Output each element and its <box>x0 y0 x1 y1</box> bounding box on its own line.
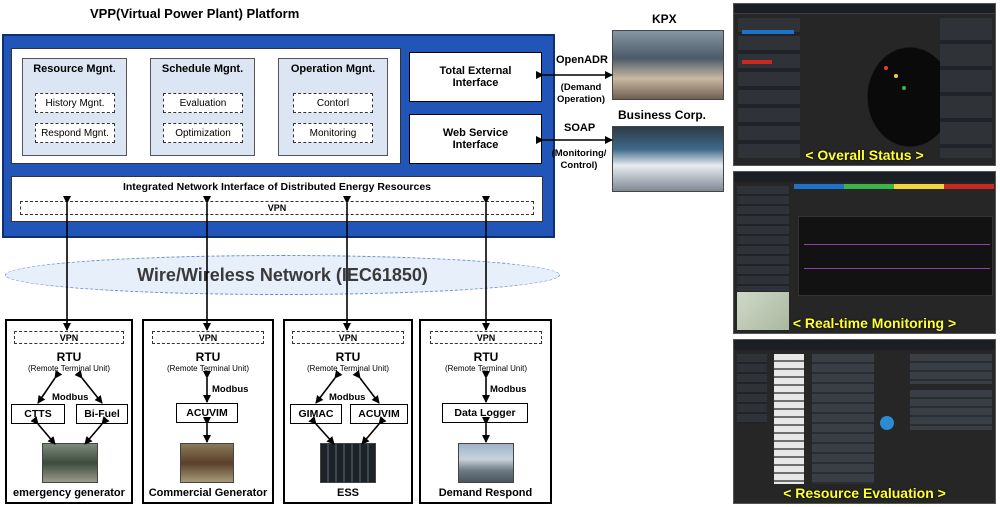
modbus-label-4: Modbus <box>490 384 527 395</box>
rtu-subtitle-1: (Remote Terminal Unit) <box>27 364 111 373</box>
rtu-vpn-4: VPN <box>430 331 542 344</box>
realtime-monitoring-caption: < Real-time Monitoring > <box>792 315 957 331</box>
acuvim-device-1: ACUVIM <box>176 403 238 423</box>
soap-label: SOAP <box>564 122 596 134</box>
resource-mgmt-title: Resource Mgnt. <box>33 63 116 75</box>
rtu-vpn-2: VPN <box>152 331 264 344</box>
total-external-interface: Total External Interface <box>409 52 542 102</box>
commercial-generator-image <box>180 443 234 483</box>
kpx-label: KPX <box>652 12 677 26</box>
resource-evaluation-screen: < Resource Evaluation > <box>733 339 996 504</box>
realtime-monitoring-screen: < Real-time Monitoring > <box>733 171 996 334</box>
modbus-label-2: Modbus <box>212 384 249 395</box>
emergency-generator-image <box>42 443 98 483</box>
monitoring-item: Monitoring <box>293 123 373 143</box>
rtu-title-2: RTU <box>195 350 221 364</box>
platform-title: VPP(Virtual Power Plant) Platform <box>90 6 300 21</box>
overall-status-caption: < Overall Status > <box>805 147 924 163</box>
rtu-title-3: RTU <box>335 350 361 364</box>
schedule-mgmt-title: Schedule Mgnt. <box>161 63 244 75</box>
schedule-mgmt-box: Schedule Mgnt. Evaluation Optimization <box>150 58 255 156</box>
modbus-label-1: Modbus <box>52 392 89 403</box>
operation-mgmt-box: Operation Mgnt. Contorl Monitoring <box>278 58 388 156</box>
resource-mgmt-box: Resource Mgnt. History Mgnt. Respond Mgn… <box>22 58 127 156</box>
operation-mgmt-title: Operation Mgnt. <box>290 63 376 75</box>
demand-respond-label: Demand Respond <box>438 487 533 499</box>
ess-label: ESS <box>336 487 359 499</box>
rtu-subtitle-2: (Remote Terminal Unit) <box>166 364 250 373</box>
soap-note: (Monitoring/ Control) <box>551 148 607 171</box>
openadr-label: OpenADR <box>556 54 608 66</box>
openadr-note: (Demand Operation) <box>556 82 606 105</box>
resource-evaluation-caption: < Resource Evaluation > <box>783 485 946 501</box>
business-corp-image <box>612 126 724 192</box>
emergency-generator-label: emergency generator <box>13 487 125 499</box>
data-logger-device: Data Logger <box>442 403 528 423</box>
web-service-interface: Web Service Interface <box>409 114 542 164</box>
business-corp-label: Business Corp. <box>618 108 707 122</box>
ess-image <box>320 443 376 483</box>
platform-vpn: VPN <box>20 201 534 215</box>
integrated-network-interface: Integrated Network Interface of Distribu… <box>11 176 543 222</box>
modbus-label-3: Modbus <box>329 392 366 403</box>
rtu-vpn-3: VPN <box>292 331 404 344</box>
kpx-control-room-image <box>612 30 724 100</box>
commercial-generator-label: Commercial Generator <box>148 487 268 499</box>
demand-respond-image <box>458 443 514 483</box>
overall-status-screen: < Overall Status > <box>733 3 996 166</box>
integrated-network-title: Integrated Network Interface of Distribu… <box>122 181 432 193</box>
respond-mgmt-item: Respond Mgnt. <box>35 123 115 143</box>
rtu-subtitle-3: (Remote Terminal Unit) <box>306 364 390 373</box>
evaluation-item: Evaluation <box>163 93 243 113</box>
rtu-title-4: RTU <box>473 350 499 364</box>
history-mgmt-item: History Mgnt. <box>35 93 115 113</box>
rtu-subtitle-4: (Remote Terminal Unit) <box>444 364 528 373</box>
control-item: Contorl <box>293 93 373 113</box>
rtu-vpn-1: VPN <box>14 331 124 344</box>
optimization-item: Optimization <box>163 123 243 143</box>
rtu-title-1: RTU <box>56 350 82 364</box>
